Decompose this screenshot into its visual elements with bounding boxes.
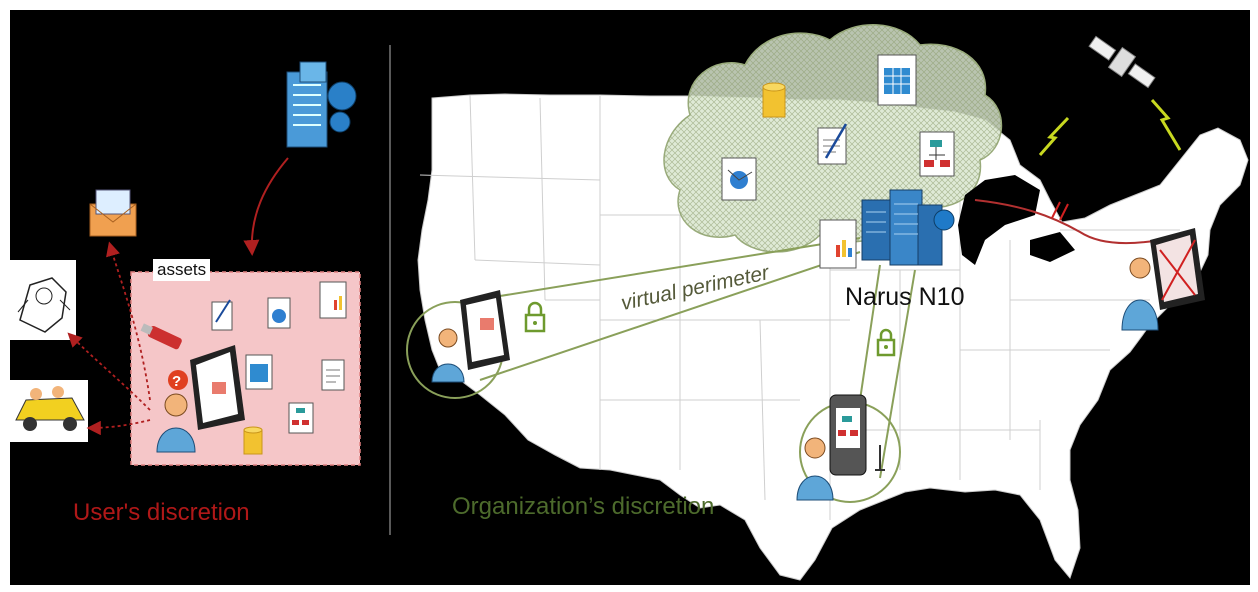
flowchart-icon (288, 402, 314, 434)
document-icon (721, 157, 757, 201)
server-icon (861, 189, 955, 266)
org-discretion-caption: Organization’s discretion (452, 493, 715, 520)
table-icon (877, 54, 917, 106)
document-icon (267, 297, 291, 329)
east-link (974, 199, 1161, 245)
email-icon (89, 189, 137, 237)
database-icon (243, 426, 263, 455)
server-label: Narus N10 (845, 283, 965, 311)
user-discretion-caption: User's discretion (73, 499, 250, 526)
document-icon (321, 359, 345, 391)
document-icon (819, 219, 857, 269)
cartoon-car-icon (10, 380, 88, 442)
database-icon (762, 82, 786, 118)
antenna-icon (875, 445, 885, 471)
laptop-icon (1150, 228, 1205, 310)
great-lakes (958, 175, 1040, 265)
building-icon (286, 61, 357, 148)
laptop-icon (460, 290, 510, 370)
flowchart-icon (919, 131, 955, 177)
document-icon (319, 281, 347, 319)
assets-label: assets (153, 259, 211, 281)
mobile-phone-icon (829, 394, 867, 476)
lock-icon (876, 328, 896, 357)
robot-sketch-icon (10, 260, 76, 340)
usb-drive-icon (140, 323, 182, 350)
data-leak-arrows (67, 241, 151, 436)
question-icon: ? (168, 370, 188, 390)
user-icon (796, 437, 834, 501)
user-icon (1121, 257, 1159, 331)
user-icon (156, 393, 196, 453)
table-icon (245, 354, 273, 390)
building-to-assets-arrow (243, 157, 289, 256)
lock-icon (524, 301, 546, 333)
svg-text:?: ? (172, 373, 181, 390)
document-icon (817, 123, 848, 165)
laptop-icon (190, 345, 245, 430)
document-icon (211, 299, 233, 331)
wireless-bolt (1150, 99, 1182, 151)
user-icon (431, 328, 465, 383)
wireless-bolt (1038, 116, 1070, 156)
satellite-icon (1088, 35, 1156, 89)
